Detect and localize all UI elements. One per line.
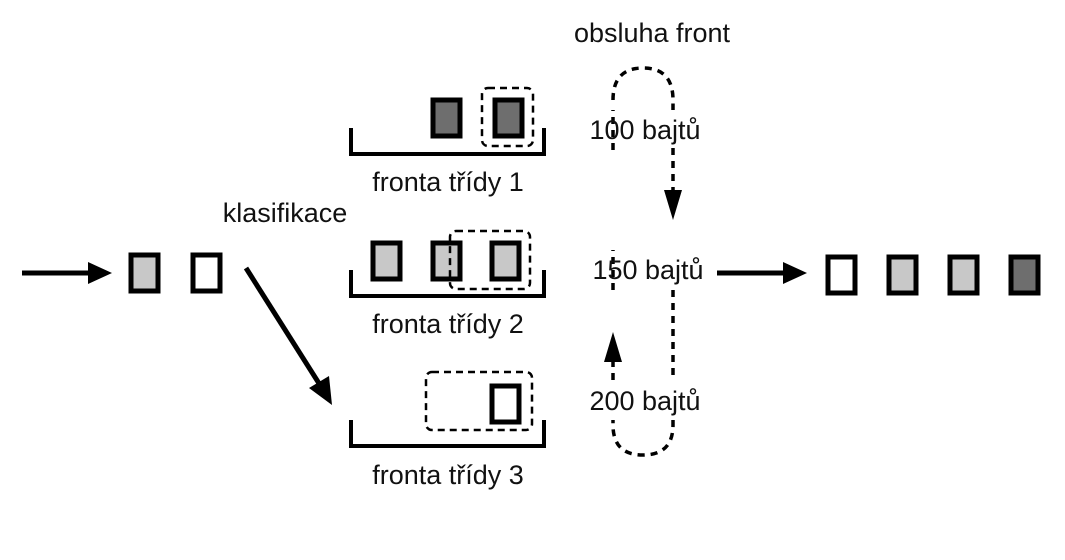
queue-1-label: fronta třídy 1: [372, 167, 524, 197]
queue-3-dashed-outline: [424, 370, 534, 432]
queue-2-packet-2: [430, 240, 463, 282]
bytes-100-label: 100 bajtů: [589, 115, 700, 145]
bytes-200-label: 200 bajtů: [589, 386, 700, 416]
queue-1-packet-dark: [430, 97, 463, 139]
queue-2-packet-3: [489, 240, 522, 282]
queue-2: [349, 229, 546, 298]
output-arrow: [717, 262, 807, 284]
queue-2-packet-1: [370, 240, 403, 282]
queue-2-dashed-outline: [448, 229, 532, 291]
queue-1-packet-dark-head: [492, 97, 525, 139]
classification-arrow: [243, 266, 332, 405]
queue-1: [349, 86, 546, 156]
classification-label: klasifikace: [223, 198, 348, 228]
output-packet-white: [825, 254, 858, 296]
input-arrow: [22, 262, 112, 284]
input-packet-light: [128, 252, 161, 294]
queue-3-packet-white: [489, 383, 522, 425]
queue-3: [349, 370, 546, 448]
bytes-150-label: 150 bajtů: [592, 255, 703, 285]
queue-3-label: fronta třídy 3: [372, 460, 524, 490]
service-loop: [604, 66, 682, 457]
service-label: obsluha front: [574, 18, 731, 48]
input-packet-white: [190, 252, 223, 294]
queue-1-dashed-outline: [480, 86, 535, 148]
queue-2-label: fronta třídy 2: [372, 309, 524, 339]
output-packet-light-2: [947, 254, 980, 296]
output-packet-light-1: [886, 254, 919, 296]
output-packet-dark: [1008, 254, 1041, 296]
